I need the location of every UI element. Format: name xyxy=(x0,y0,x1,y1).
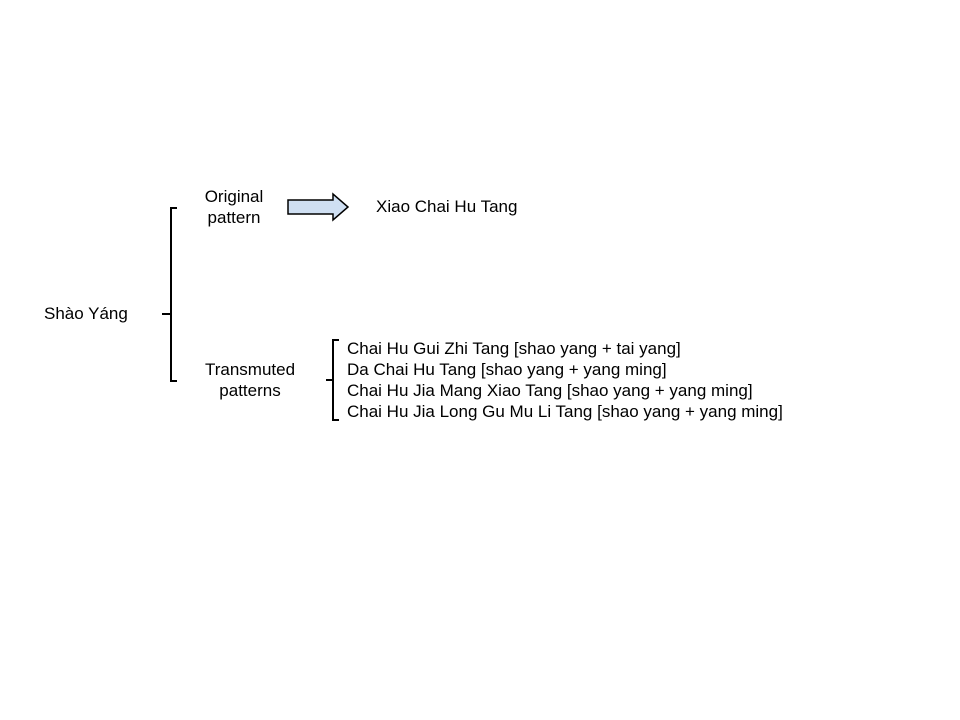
transmuted-patterns-label: Transmuted patterns xyxy=(190,359,310,401)
list-item: Chai Hu Gui Zhi Tang [shao yang + tai ya… xyxy=(347,339,681,358)
list-item: Chai Hu Jia Mang Xiao Tang [shao yang + … xyxy=(347,381,753,400)
original-pattern-label: Original pattern xyxy=(194,186,274,228)
transmuted-label-line1: Transmuted xyxy=(204,360,296,379)
original-label-line2: pattern xyxy=(207,208,261,227)
list-item: Chai Hu Jia Long Gu Mu Li Tang [shao yan… xyxy=(347,402,783,421)
original-formula: Xiao Chai Hu Tang xyxy=(376,197,518,216)
transmuted-formula-list: Chai Hu Gui Zhi Tang [shao yang + tai ya… xyxy=(347,338,783,422)
original-label-line1: Original xyxy=(204,187,264,206)
list-item: Da Chai Hu Tang [shao yang + yang ming] xyxy=(347,360,667,379)
transmuted-label-line2: patterns xyxy=(219,381,281,400)
main-bracket xyxy=(162,207,177,382)
root-label: Shào Yáng xyxy=(44,304,128,323)
arrow-icon xyxy=(287,192,350,222)
transmuted-bracket xyxy=(326,339,339,421)
